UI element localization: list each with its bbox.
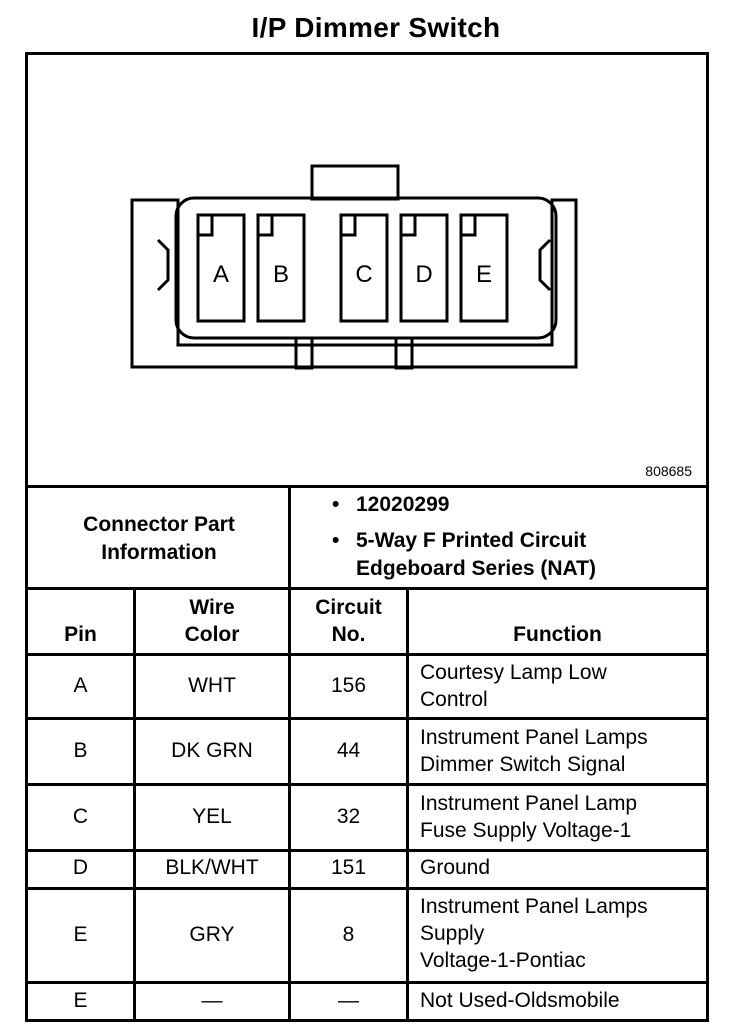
- header-line: No.: [331, 623, 366, 646]
- divider: [133, 587, 136, 1021]
- function-line: Supply: [420, 922, 485, 945]
- table-cell-color: BLK/WHT: [165, 856, 259, 879]
- function-line: Instrument Panel Lamps: [420, 726, 648, 749]
- divider: [288, 485, 291, 589]
- divider: [288, 587, 291, 1021]
- divider: [406, 587, 409, 1021]
- description-line: 5-Way F Printed Circuit: [356, 529, 587, 552]
- connector-diagram: A B C D E: [130, 164, 578, 370]
- connector-info-label: Connector Part Information: [28, 511, 290, 567]
- function-line: Courtesy Lamp Low: [420, 661, 607, 684]
- part-number: 12020299: [328, 491, 596, 519]
- table-cell-function: Not Used-Oldsmobile: [420, 987, 705, 1014]
- pin-label-c: C: [355, 261, 372, 288]
- function-line: Dimmer Switch Signal: [420, 753, 626, 776]
- connector-info-label-line: Information: [101, 541, 217, 564]
- connector-info-bullets: 12020299 5-Way F Printed Circuit Edgeboa…: [328, 491, 596, 583]
- table-cell-circuit: 44: [336, 739, 361, 762]
- divider: [28, 981, 706, 984]
- function-line: Fuse Supply Voltage-1: [420, 819, 632, 842]
- header-wire-color: Wire Color: [136, 594, 288, 648]
- page-title: I/P Dimmer Switch: [251, 12, 501, 43]
- pin-label-b: B: [273, 261, 289, 288]
- table-cell-pin: D: [72, 856, 89, 879]
- function-line: Voltage-1-Pontiac: [420, 949, 586, 972]
- table-cell-color: WHT: [188, 674, 236, 697]
- table-cell-circuit: 32: [336, 805, 361, 828]
- function-line: Not Used-Oldsmobile: [420, 989, 620, 1012]
- divider: [28, 717, 706, 720]
- connector-description: 5-Way F Printed Circuit Edgeboard Series…: [328, 527, 596, 583]
- table-cell-function: Instrument Panel Lamp Fuse Supply Voltag…: [420, 790, 705, 844]
- header-line: Color: [184, 623, 240, 646]
- table-cell-color: GRY: [189, 923, 235, 946]
- function-line: Instrument Panel Lamp: [420, 792, 638, 815]
- table-cell-color: YEL: [192, 805, 232, 828]
- table-cell-circuit: 8: [342, 923, 355, 946]
- connector-info-label-line: Connector Part: [83, 513, 235, 536]
- connector-frame: A B C D E 808685 Connector Part Informat…: [25, 52, 709, 1022]
- table-cell-function: Ground: [420, 854, 705, 881]
- table-cell-circuit: —: [338, 989, 359, 1012]
- table-cell-pin: A: [73, 674, 88, 697]
- divider: [28, 485, 706, 488]
- header-line: Wire: [189, 596, 235, 619]
- table-cell-pin: B: [73, 739, 88, 762]
- diagram-id: 808685: [645, 463, 692, 479]
- divider: [28, 783, 706, 786]
- table-cell-circuit: 156: [330, 674, 367, 697]
- divider: [28, 887, 706, 890]
- table-cell-pin: C: [72, 805, 89, 828]
- table-cell-color: —: [201, 989, 223, 1012]
- table-cell-function: Courtesy Lamp Low Control: [420, 659, 700, 713]
- pin-label-e: E: [476, 261, 492, 288]
- table-cell-pin: E: [73, 923, 88, 946]
- header-circuit: Circuit No.: [291, 594, 406, 648]
- header-pin: Pin: [64, 623, 97, 646]
- pin-label-d: D: [415, 261, 432, 288]
- function-line: Ground: [420, 856, 491, 879]
- table-cell-color: DK GRN: [171, 739, 253, 762]
- header-function: Function: [513, 623, 602, 646]
- table-cell-function: Instrument Panel Lamps Supply Voltage-1-…: [420, 893, 705, 974]
- description-line: Edgeboard Series (NAT): [356, 557, 596, 580]
- function-line: Control: [420, 688, 488, 711]
- divider: [28, 849, 706, 852]
- header-line: Circuit: [315, 596, 382, 619]
- table-cell-circuit: 151: [330, 856, 367, 879]
- divider: [28, 587, 706, 590]
- divider: [28, 653, 706, 656]
- function-line: Instrument Panel Lamps: [420, 895, 648, 918]
- table-cell-pin: E: [73, 989, 88, 1012]
- table-cell-function: Instrument Panel Lamps Dimmer Switch Sig…: [420, 724, 705, 778]
- pin-label-a: A: [213, 261, 229, 288]
